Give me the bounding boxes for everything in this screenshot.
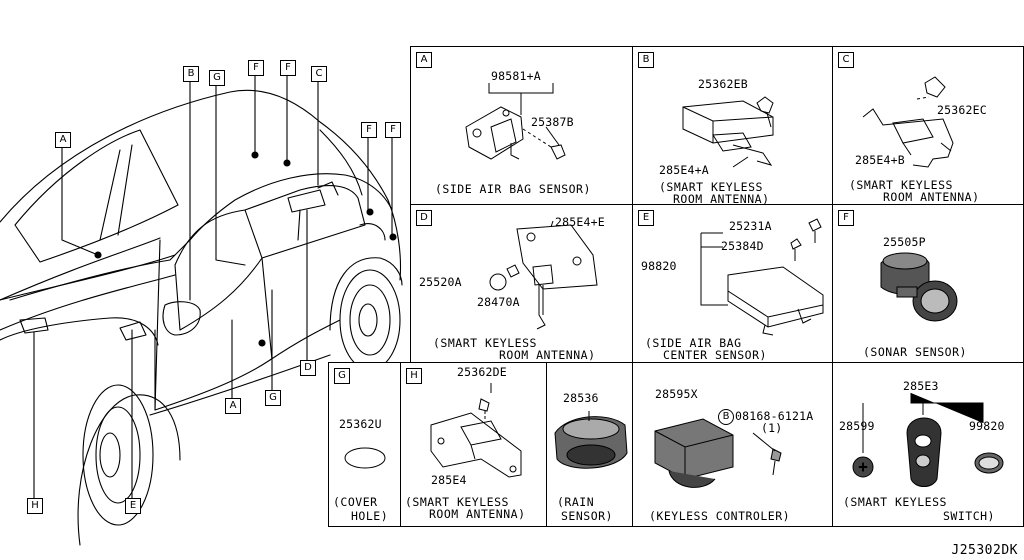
panel-caption: (COVER — [333, 495, 378, 509]
callout-tag: A — [225, 398, 241, 414]
callout-tag: C — [311, 66, 327, 82]
panel-caption: (SMART KEYLESS — [433, 336, 537, 350]
part-number: 28595X — [655, 387, 698, 401]
part-quantity: (1) — [761, 421, 783, 435]
part-number: 25384D — [721, 239, 764, 253]
panel-caption: ROOM ANTENNA) — [883, 190, 980, 204]
panel-f: F 25505P (SONAR SENSOR) — [832, 204, 1024, 363]
panel-tag: D — [416, 210, 432, 226]
callout-tag: F — [385, 122, 401, 138]
side-air-bag-sensor-drawing — [465, 83, 566, 160]
panel-caption: (SONAR SENSOR) — [863, 345, 967, 359]
part-number: 25520A — [419, 275, 462, 289]
panel-tag: B — [638, 52, 654, 68]
part-number: 25505P — [883, 235, 926, 249]
room-antenna-drawing — [430, 383, 522, 478]
rain-sensor-drawing — [554, 411, 628, 469]
part-number: 99820 — [969, 419, 1005, 433]
room-antenna-drawing — [489, 220, 598, 330]
panel-b: B 25362EB 285E4+A (SMART KEYLESS ROOM AN… — [632, 46, 833, 206]
callout-tag: D — [300, 360, 316, 376]
panel-caption: SWITCH) — [943, 509, 995, 523]
part-number: 25362EB — [698, 77, 748, 91]
panel-tag: H — [406, 368, 422, 384]
panel-caption: (SIDE AIR BAG SENSOR) — [435, 182, 591, 196]
panel-caption: ROOM ANTENNA) — [429, 507, 526, 521]
panel-caption: (SIDE AIR BAG — [645, 336, 742, 350]
panel-c: C 25362EC 285E4+B (SMART KEYLESS ROOM AN… — [832, 46, 1024, 205]
panel-caption: (SMART KEYLESS — [405, 495, 509, 509]
panel-a: A 98581+A 25387B (SIDE AIR BAG SENSOR) — [410, 46, 633, 205]
panel-caption: ROOM ANTENNA) — [499, 348, 596, 362]
center-sensor-drawing — [700, 218, 824, 336]
part-number: 285E4 — [431, 473, 467, 487]
panel-caption: (RAIN — [557, 495, 595, 509]
part-number: 08168-6121A — [735, 409, 814, 423]
panel-caption: (SMART KEYLESS — [849, 178, 953, 192]
diagram-code: J25302DK — [951, 543, 1018, 558]
panel-tag: A — [416, 52, 432, 68]
part-number: 28536 — [563, 391, 599, 405]
part-number: 98820 — [641, 259, 677, 273]
bolt-marker-b: B — [718, 409, 734, 425]
callout-tag: F — [361, 122, 377, 138]
panel-keyless-switch: 285E3 28599 99820 (SMART KEYLESS SWITCH)… — [832, 362, 1024, 527]
sonar-sensor-drawing — [880, 252, 958, 322]
part-number: 28599 — [839, 419, 875, 433]
callout-tag: B — [183, 66, 199, 82]
panel-caption: ROOM ANTENNA) — [673, 192, 770, 206]
panel-rain: 28536 (RAIN SENSOR) — [546, 362, 633, 527]
cover-hole-drawing — [344, 447, 386, 469]
panel-tag: G — [334, 368, 350, 384]
part-number: 285E3 — [903, 379, 939, 393]
panel-h: H 25362DE 285E4 (SMART KEYLESS ROOM ANTE… — [400, 362, 547, 527]
part-number: 25362EC — [937, 103, 987, 117]
callout-tag: H — [27, 498, 43, 514]
panel-caption: (SMART KEYLESS — [659, 180, 763, 194]
callout-tag: G — [265, 390, 281, 406]
part-number: 25231A — [729, 219, 772, 233]
room-antenna-drawing — [682, 96, 774, 168]
part-number: 25387B — [531, 115, 574, 129]
panel-tag: F — [838, 210, 854, 226]
keyless-switch-drawing: + — [852, 393, 1004, 487]
panel-g: G 25362U (COVER HOLE) — [328, 362, 401, 527]
panel-caption: SENSOR) — [561, 509, 613, 523]
callout-tag: G — [209, 70, 225, 86]
keyless-controller-drawing — [654, 418, 782, 488]
callout-tag: E — [125, 498, 141, 514]
panel-keyless-controller: 28595X B 08168-6121A (1) (KEYLESS CONTRO… — [632, 362, 833, 527]
panel-caption: (KEYLESS CONTROLER) — [649, 509, 791, 523]
panel-e: E 25231A 25384D 98820 (SIDE AIR BAG CENT… — [632, 204, 833, 363]
callout-tag: A — [55, 132, 71, 148]
panel-caption: HOLE) — [351, 509, 389, 523]
svg-text:+: + — [858, 460, 868, 474]
callout-tag: F — [248, 60, 264, 76]
part-number: 285E4+A — [659, 163, 709, 177]
room-antenna-drawing — [862, 76, 954, 168]
panel-tag: E — [638, 210, 654, 226]
panel-caption: (SMART KEYLESS — [843, 495, 947, 509]
part-number: 28470A — [477, 295, 520, 309]
panel-tag: C — [838, 52, 854, 68]
part-number: 285E4+B — [855, 153, 905, 167]
panel-d: D 285E4+E 25520A 28470A (SMART KEYLESS R… — [410, 204, 633, 363]
panel-caption: CENTER SENSOR) — [663, 348, 767, 362]
part-number: 25362U — [339, 417, 382, 431]
callout-tag: F — [280, 60, 296, 76]
part-number: 98581+A — [491, 69, 541, 83]
part-number: 25362DE — [457, 365, 507, 379]
